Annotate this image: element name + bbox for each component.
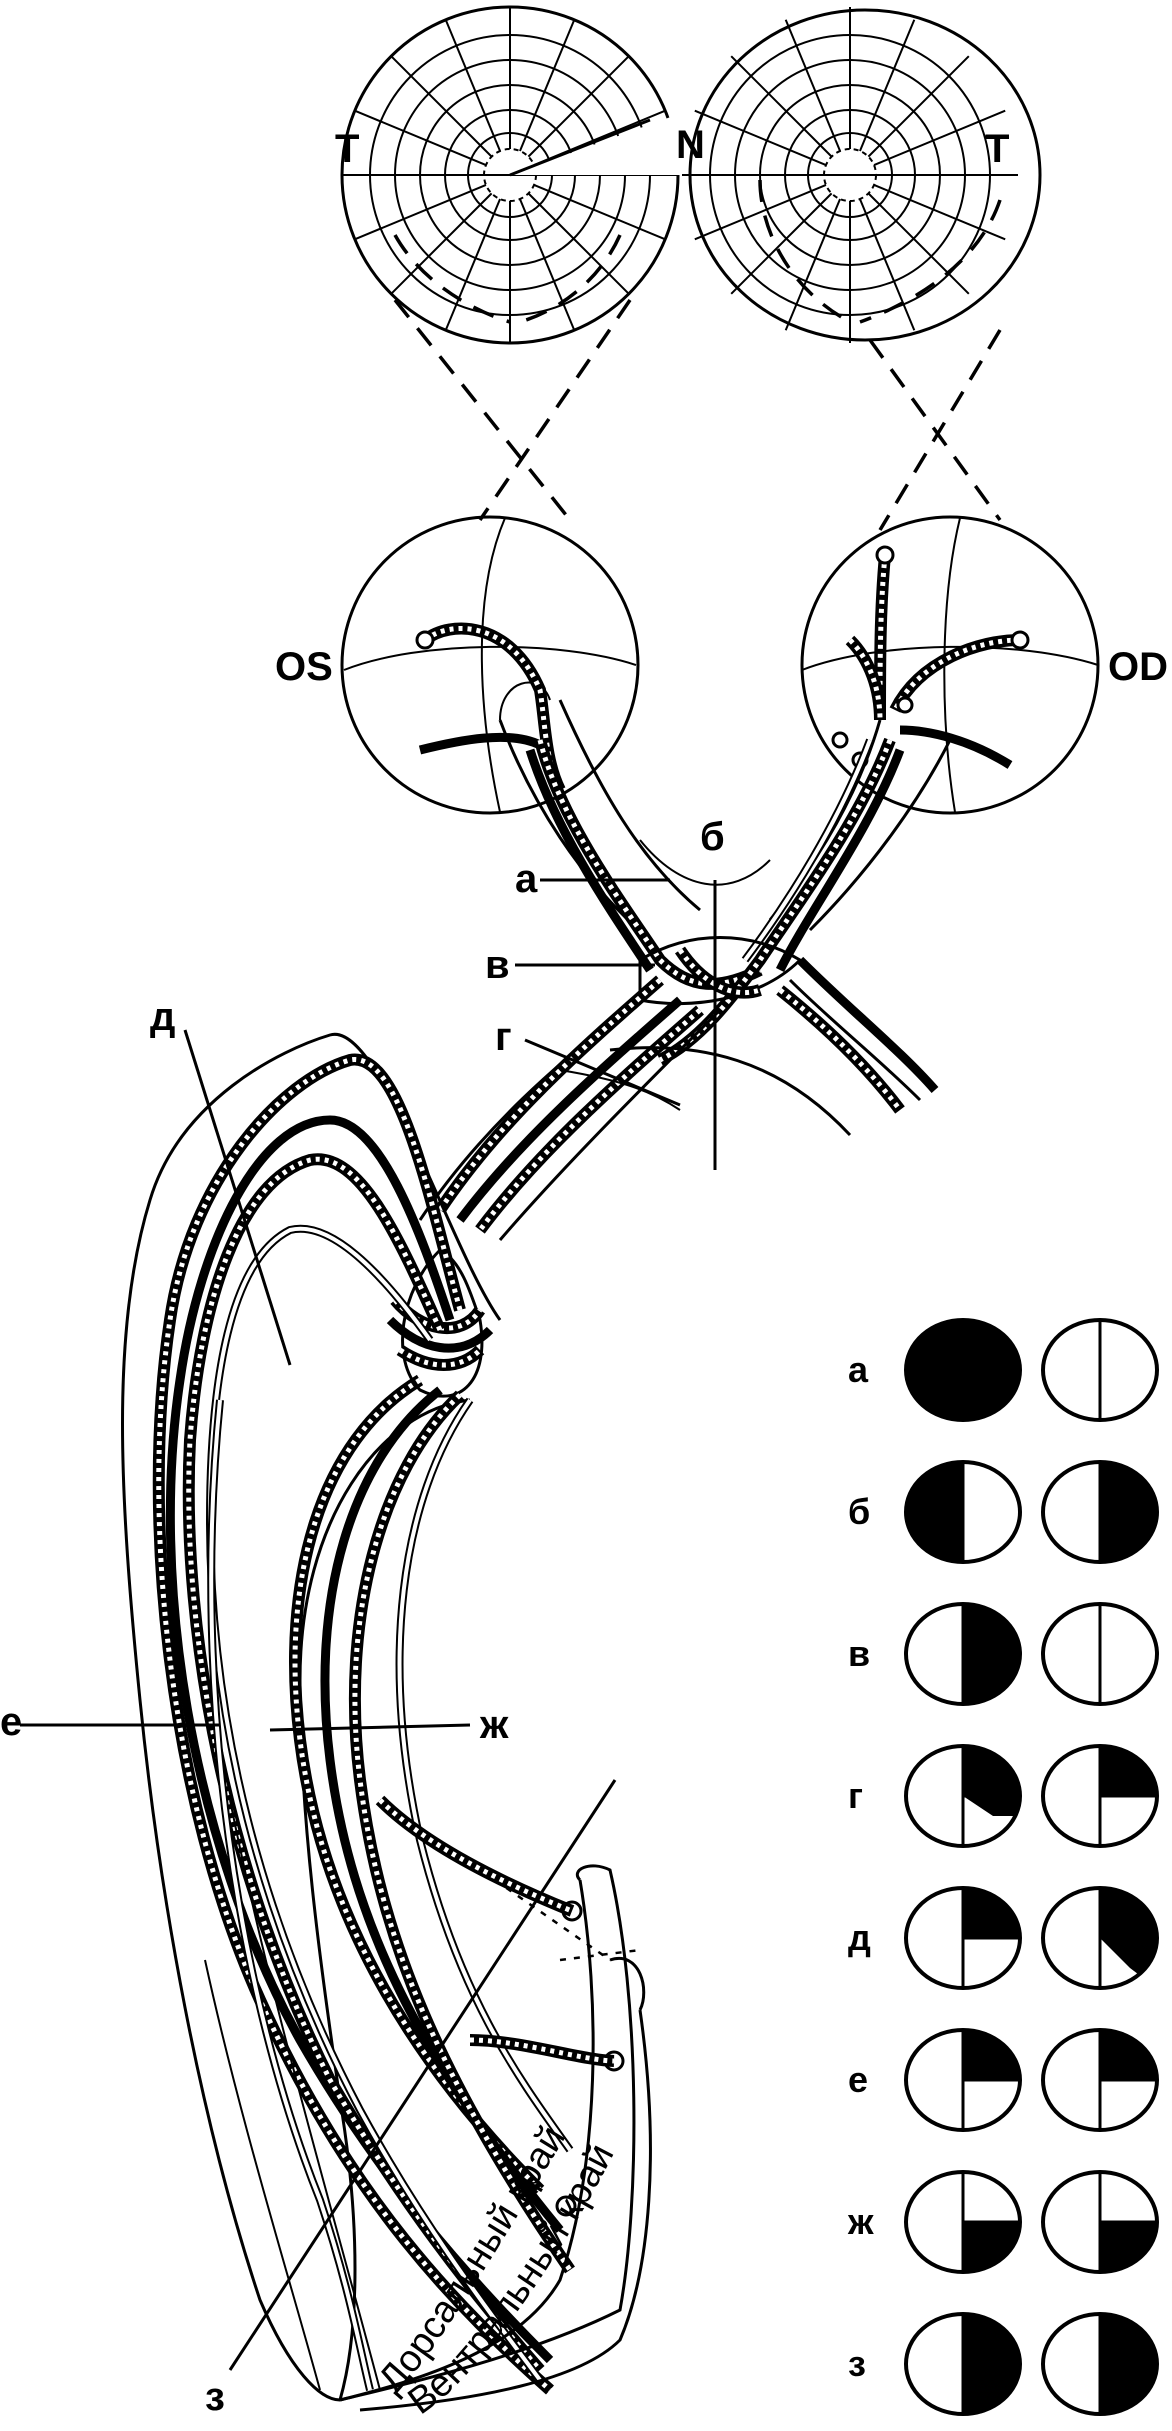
- optic-radiation: [121, 1033, 575, 2402]
- field-meridian: [519, 19, 576, 152]
- label-zh: ж: [479, 1703, 509, 1747]
- label-z: з: [205, 2375, 225, 2419]
- projection-lines: [393, 298, 1002, 531]
- defect-field-left: [904, 1318, 1022, 1422]
- defect-field-right: [1041, 1460, 1159, 1564]
- defect-field-right: [1041, 2028, 1159, 2132]
- label-b: б: [700, 815, 725, 859]
- defect-field-left: [904, 1744, 1022, 1848]
- field-meridian: [730, 55, 833, 158]
- defect-row: в: [848, 1602, 1159, 1706]
- defect-field-left: [904, 2312, 1022, 2416]
- section-line-g: [524, 1038, 681, 1107]
- defect-row: г: [848, 1744, 1159, 1848]
- left-visual-field: T: [335, 5, 690, 345]
- field-meridian: [867, 192, 970, 295]
- defect-field-right: [1041, 1744, 1159, 1848]
- section-line-z: [228, 1779, 617, 2371]
- field-meridian: [694, 184, 827, 241]
- defect-field-right: [1041, 2170, 1159, 2274]
- section-line-zh: [269, 1723, 471, 1732]
- optic-nerves-and-chiasm: [418, 699, 952, 1241]
- left-temporal-label: T: [335, 127, 359, 171]
- defect-row-label: в: [848, 1633, 870, 1674]
- field-meridian: [730, 192, 833, 295]
- defect-field-left: [904, 1602, 1022, 1706]
- field-meridian: [694, 109, 827, 166]
- defect-row-label: г: [848, 1775, 863, 1816]
- field-meridian: [519, 198, 576, 331]
- defect-field-right: [1041, 1318, 1159, 1422]
- field-meridian: [527, 192, 630, 295]
- defect-field-left: [904, 1886, 1022, 1990]
- label-d: д: [150, 995, 175, 1039]
- left-eye-label: OS: [275, 645, 333, 689]
- right-eye: OD: [800, 515, 1168, 815]
- visual-field-defects-legend: а б в г д е ж з: [847, 1318, 1159, 2416]
- field-meridian: [390, 55, 493, 158]
- defect-field-left: [904, 2170, 1022, 2274]
- label-e: е: [0, 1700, 22, 1744]
- right-temporal-label: T: [985, 127, 1009, 171]
- field-meridian: [859, 198, 916, 331]
- right-eye-label: OD: [1108, 645, 1168, 689]
- field-meridian: [444, 19, 501, 152]
- field-meridian: [354, 109, 487, 166]
- field-meridian: [533, 184, 666, 241]
- defect-field-right: [1041, 1886, 1159, 1990]
- defect-row-label: з: [848, 2343, 866, 2384]
- label-a: а: [515, 857, 538, 901]
- defect-row: а: [848, 1318, 1159, 1422]
- right-visual-field: T: [682, 7, 1042, 343]
- label-g: г: [495, 1015, 512, 1059]
- defect-row-label: е: [848, 2059, 868, 2100]
- defect-row: ж: [847, 2170, 1159, 2274]
- occipital-cortex: [339, 1795, 652, 2412]
- defect-row-label: д: [848, 1917, 871, 1958]
- field-meridian: [867, 55, 970, 158]
- field-meridian: [444, 198, 501, 331]
- defect-row: д: [848, 1886, 1159, 1990]
- defect-field-left: [904, 2028, 1022, 2132]
- field-meridian: [390, 192, 493, 295]
- field-meridian: [354, 184, 487, 241]
- defect-row: з: [848, 2312, 1159, 2416]
- defect-field-right: [1041, 2312, 1159, 2416]
- label-v: в: [485, 943, 510, 987]
- section-line-d: [183, 1029, 292, 1366]
- defect-row: е: [848, 2028, 1159, 2132]
- defect-row-label: б: [848, 1491, 870, 1532]
- defect-row-label: а: [848, 1349, 869, 1390]
- defect-row-label: ж: [847, 2201, 874, 2242]
- left-eye: OS: [275, 515, 640, 815]
- field-meridian: [784, 19, 841, 152]
- defect-field-left: [904, 1460, 1022, 1564]
- field-meridian: [873, 184, 1006, 241]
- field-meridian: [527, 55, 630, 158]
- field-meridian: [859, 19, 916, 152]
- defect-row: б: [848, 1460, 1159, 1564]
- field-meridian: [784, 198, 841, 331]
- field-meridian: [873, 109, 1006, 166]
- defect-field-right: [1041, 1602, 1159, 1706]
